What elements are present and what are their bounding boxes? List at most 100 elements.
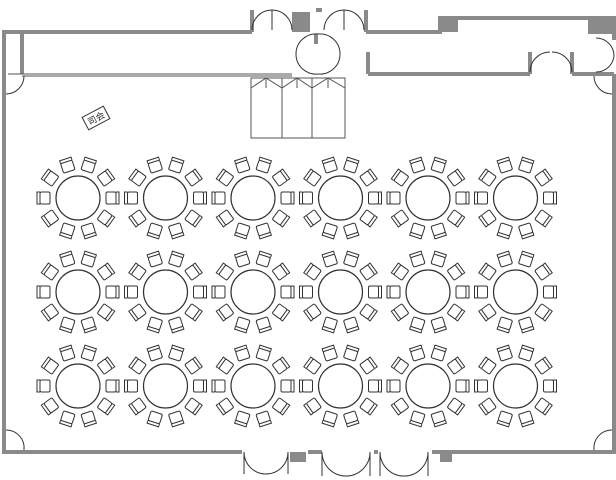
chair [128, 356, 147, 375]
chair [184, 397, 203, 416]
chair [97, 168, 116, 187]
chair [233, 250, 251, 268]
chair [474, 379, 488, 393]
chair [474, 191, 488, 205]
chair [255, 316, 273, 334]
chair [478, 397, 497, 416]
banquet-tables [36, 156, 557, 428]
chair [303, 168, 322, 187]
round-table [474, 344, 557, 428]
chair [40, 356, 59, 375]
chair [408, 250, 426, 268]
chair [386, 379, 401, 393]
chair [105, 285, 120, 299]
chair [168, 222, 185, 240]
chair [146, 344, 163, 362]
chair [478, 209, 497, 228]
table-top [405, 363, 451, 409]
chair [390, 168, 409, 187]
round-table [124, 250, 207, 334]
chair [40, 209, 59, 228]
chair [40, 168, 59, 187]
chair [97, 303, 116, 322]
chair [478, 356, 497, 375]
chair [124, 379, 138, 393]
chair [474, 285, 488, 299]
table-top [492, 269, 539, 315]
chair [447, 356, 466, 375]
chair [36, 379, 51, 393]
chair [184, 303, 203, 322]
table-top [142, 269, 189, 315]
table-top [55, 363, 101, 409]
chair [430, 250, 448, 268]
chair [272, 397, 291, 416]
round-table [124, 344, 207, 428]
chair [386, 191, 401, 205]
chair [299, 191, 313, 205]
chair [146, 250, 163, 268]
chair [447, 209, 466, 228]
chair [496, 316, 513, 334]
chair [215, 209, 234, 228]
table-top [230, 363, 276, 409]
chair [80, 250, 98, 268]
doors [5, 9, 615, 477]
chair [280, 379, 295, 393]
chair [534, 168, 553, 187]
chair [299, 285, 313, 299]
round-table [211, 344, 295, 428]
chair [40, 397, 59, 416]
chair [233, 156, 251, 174]
chair [303, 209, 322, 228]
chair [255, 410, 273, 428]
chair [343, 410, 360, 428]
chair [97, 262, 116, 281]
chair [128, 262, 147, 281]
chair [390, 397, 409, 416]
chair [80, 344, 98, 362]
chair [105, 191, 120, 205]
table-top [142, 175, 189, 221]
chair [303, 303, 322, 322]
chair [408, 316, 426, 334]
chair [97, 397, 116, 416]
chair [146, 222, 163, 240]
chair [303, 262, 322, 281]
chair [215, 303, 234, 322]
chair [408, 156, 426, 174]
chair [215, 397, 234, 416]
chair [447, 168, 466, 187]
chair [390, 209, 409, 228]
table-top [55, 269, 101, 315]
chair [80, 222, 98, 240]
chair [430, 156, 448, 174]
round-table [36, 344, 120, 428]
chair [255, 250, 273, 268]
chair [368, 191, 382, 205]
chair [80, 156, 98, 174]
chair [303, 356, 322, 375]
chair [518, 222, 535, 240]
chair [534, 397, 553, 416]
table-top [405, 269, 451, 315]
chair [496, 222, 513, 240]
chair [80, 316, 98, 334]
chair [343, 250, 360, 268]
columns [290, 12, 614, 462]
chair [128, 209, 147, 228]
chair [146, 410, 163, 428]
chair [233, 410, 251, 428]
chair [58, 250, 76, 268]
chair [496, 250, 513, 268]
chair [408, 344, 426, 362]
chair [359, 397, 378, 416]
chair [534, 356, 553, 375]
chair [128, 397, 147, 416]
table-top [492, 175, 539, 221]
table-top [317, 363, 364, 409]
chair [455, 191, 470, 205]
round-table [474, 250, 557, 334]
chair [233, 344, 251, 362]
chair [390, 262, 409, 281]
